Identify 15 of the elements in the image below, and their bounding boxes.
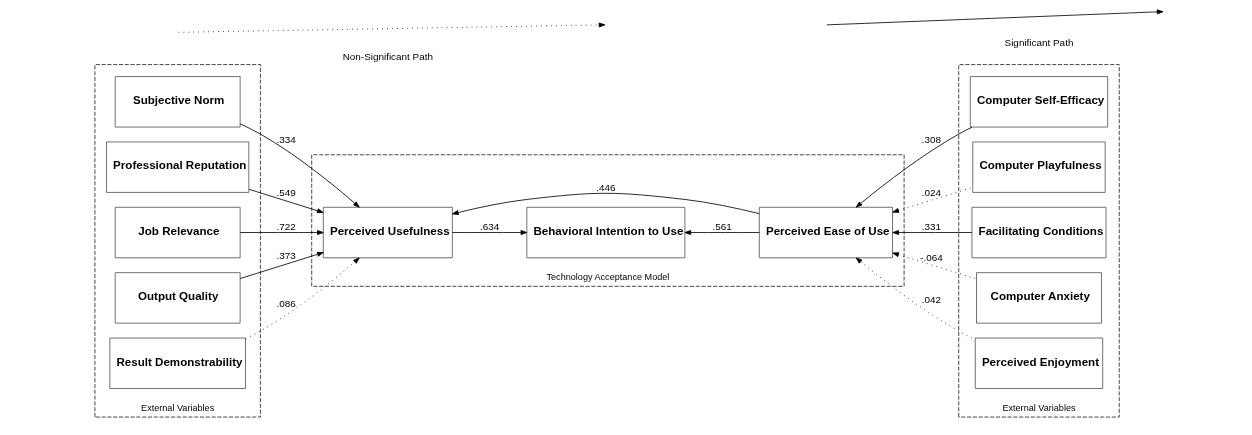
edge-label: .331 (921, 220, 942, 232)
edge-label: .373 (276, 249, 296, 261)
edge-label: .042 (921, 294, 942, 306)
legend-label: Non-Significant Path (342, 50, 433, 62)
edge-label: .722 (276, 220, 296, 232)
edge-label: .308 (921, 133, 942, 145)
edge-label: .561 (712, 220, 732, 232)
edge-label: .024 (921, 186, 942, 198)
edge-label: .446 (596, 181, 616, 193)
edge-label: .334 (276, 133, 296, 145)
legend-label: Significant Path (1004, 37, 1074, 49)
edge-label: .086 (276, 297, 296, 309)
edge-label: -.064 (920, 252, 943, 264)
edge-label: .549 (276, 186, 296, 198)
edge-label: .634 (479, 220, 500, 232)
